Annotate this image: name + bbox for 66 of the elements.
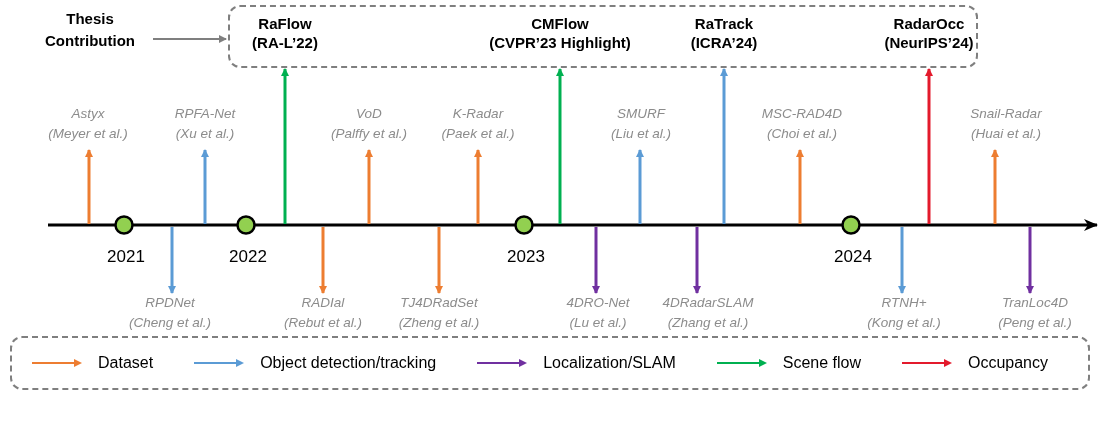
author-citation: (Zheng et al.) [398,314,480,332]
arrow [201,149,209,224]
contribution-label: (ICRA’24) [690,33,758,52]
method-name: 4DRadarSLAM [662,294,754,312]
contribution-label: RadarOcc [893,14,965,33]
arrow [991,149,999,224]
method-name: RTNH+ [881,294,927,312]
author-citation: (Zhang et al.) [667,314,749,332]
arrow [898,227,906,294]
arrow [152,35,227,43]
author-citation: (Lu et al.) [569,314,627,332]
method-name: RPFA-Net [174,105,236,123]
method-name: RPDNet [145,294,195,312]
legend-label: Dataset [98,353,154,373]
method-name: TJ4DRadSet [400,294,478,312]
contribution-label: RaFlow [258,14,312,33]
contribution-label: CMFlow [531,14,589,33]
method-name: RADIal [301,294,345,312]
legend-label: Scene flow [782,353,861,373]
contribution-label: (CVPR’23 Highlight) [489,33,631,52]
arrow [85,149,93,224]
method-name: TranLoc4D [1002,294,1068,312]
method-name: VoD [356,105,382,123]
legend-label: Occupancy [967,353,1048,373]
arrow [925,68,933,224]
arrow [168,227,176,294]
contribution-label: Thesis Contribution [44,9,136,51]
author-citation: (Meyer et al.) [48,125,128,143]
author-citation: (Liu et al.) [611,125,671,143]
arrow [319,227,327,294]
year-label: 2024 [833,246,873,268]
year-label: 2021 [106,246,146,268]
author-citation: (Peng et al.) [998,314,1072,332]
author-citation: (Paek et al.) [441,125,515,143]
author-citation: (Xu et al.) [175,125,235,143]
method-name: SMURF [617,105,665,123]
arrow [435,227,443,294]
arrow [556,68,564,224]
author-citation: (Choi et al.) [767,125,837,143]
dashed-group-box [228,5,978,68]
author-citation: (Palffy et al.) [331,125,407,143]
arrow [720,68,728,224]
author-citation: (Huai et al.) [971,125,1041,143]
arrow [365,149,373,224]
contribution-label: (RA-L’22) [252,33,318,52]
method-name: Snail-Radar [970,105,1042,123]
year-label: 2022 [228,246,268,268]
author-citation: (Rebut et al.) [283,314,362,332]
arrow [1026,227,1034,294]
legend-label: Localization/SLAM [543,353,676,373]
arrow [796,149,804,224]
method-name: K-Radar [452,105,504,123]
author-citation: (Cheng et al.) [129,314,211,332]
arrow [281,68,289,224]
contribution-label: (NeurIPS’24) [884,33,974,52]
method-name: MSC-RAD4D [761,105,843,123]
method-name: Astyx [71,105,105,123]
legend-label: Object detection/tracking [260,353,437,373]
arrow [636,149,644,224]
author-citation: (Kong et al.) [867,314,941,332]
year-label: 2023 [506,246,546,268]
arrow [592,227,600,294]
contribution-label: RaTrack [694,14,754,33]
arrow [474,149,482,224]
arrow [693,227,701,294]
method-name: 4DRO-Net [566,294,630,312]
